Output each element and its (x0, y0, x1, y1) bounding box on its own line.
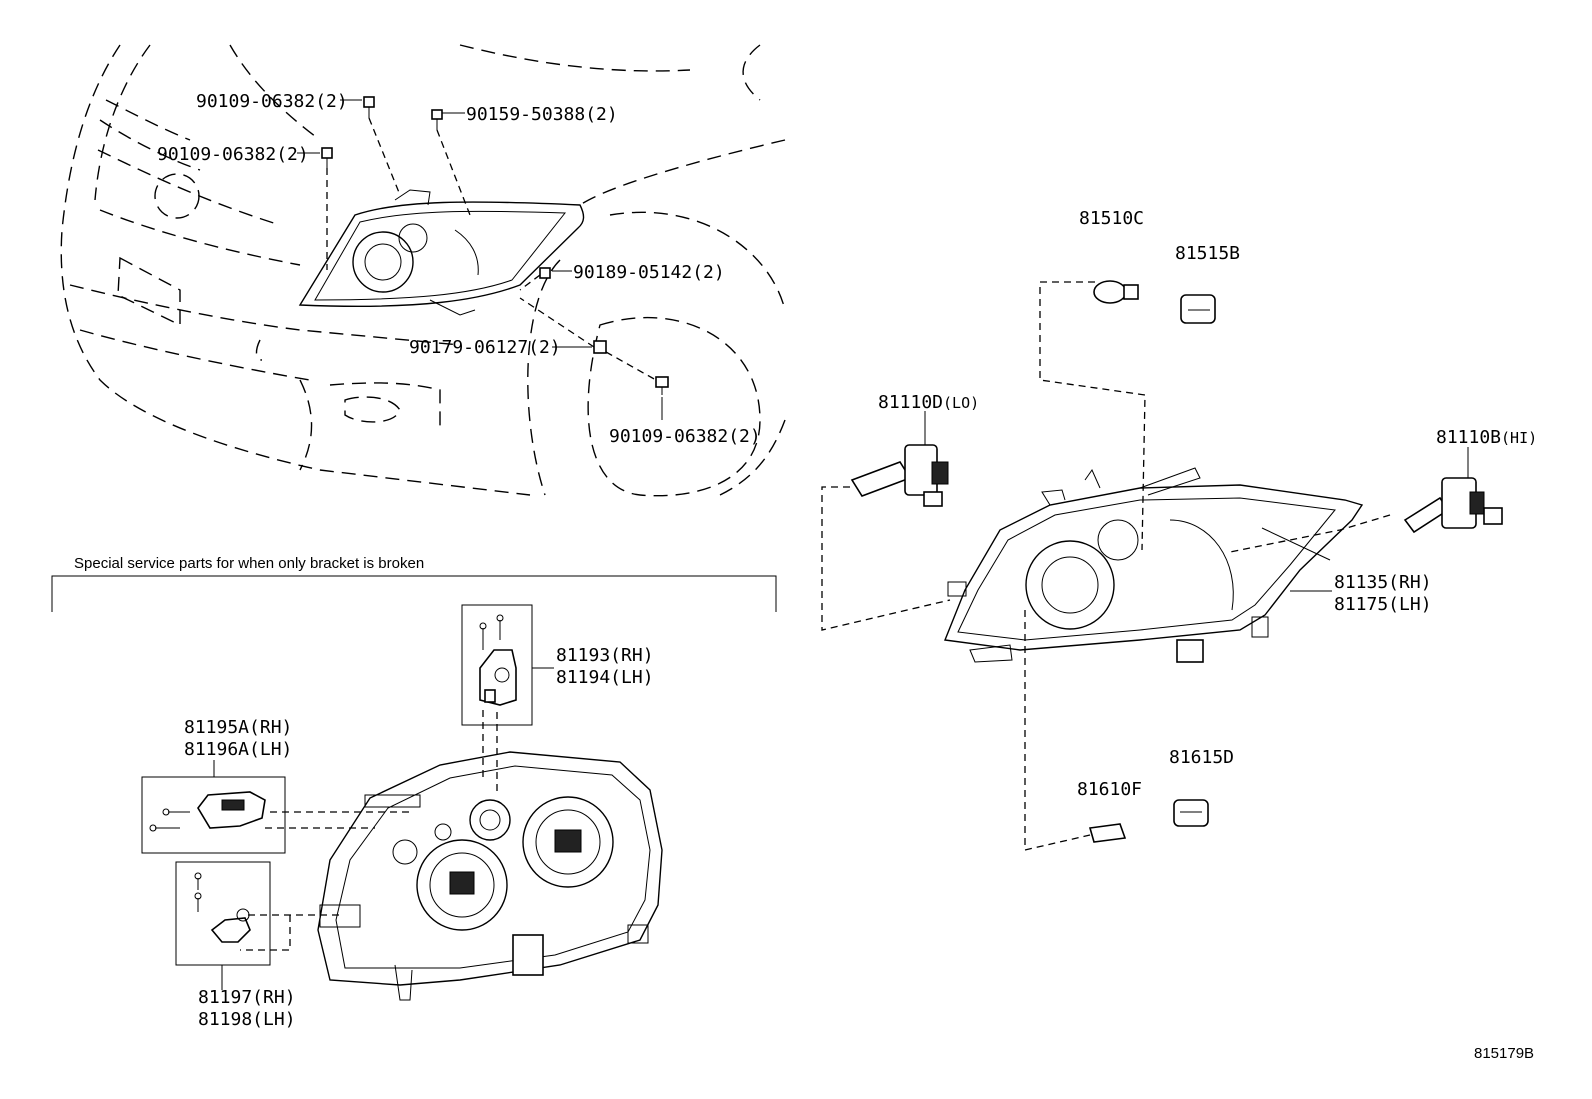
callout-screw: 90159-50388(2) (466, 104, 618, 125)
bracket-side-box (141, 776, 286, 854)
headlamp-connectors (821, 281, 1469, 851)
bracket-low-box (175, 861, 271, 966)
special-parts-bracket-line (51, 575, 777, 612)
callout-nut: 90189-05142(2) (573, 262, 725, 283)
callout-leaders-car (297, 99, 663, 420)
callout-bracket-top-rh: 81193(RH) (556, 645, 654, 666)
special-parts-note: Special service parts for when only brac… (74, 555, 424, 572)
callout-bulb-lo: 81110D(LO) (878, 392, 979, 413)
callout-clip: 90179-06127(2) (409, 337, 561, 358)
car-front-illustration (60, 44, 786, 497)
headlamp-assembly-icon (944, 467, 1364, 663)
callout-bulb-turn: 81510C (1079, 208, 1144, 229)
socket-icon (1173, 799, 1209, 827)
callout-lamp-rh: 81135(RH) (1334, 572, 1432, 593)
callout-bracket-side-lh: 81196A(LH) (184, 739, 292, 760)
callout-socket-turn: 81515B (1175, 243, 1240, 264)
socket-icon (1180, 294, 1216, 324)
bolt-icon (363, 96, 375, 118)
callout-bracket-side-rh: 81195A(RH) (184, 717, 292, 738)
bolt-icon (655, 376, 669, 395)
callout-bracket-low-rh: 81197(RH) (198, 987, 296, 1008)
bulb-icon (1093, 280, 1139, 304)
callout-socket-pos: 81615D (1169, 747, 1234, 768)
headlamp-on-car-icon (298, 189, 585, 316)
nut-icon (539, 267, 551, 279)
callout-bolt-a: 90109-06382(2) (196, 91, 348, 112)
screw-icon (431, 109, 443, 130)
bracket-icon (194, 872, 251, 943)
callout-bulb-pos: 81610F (1077, 779, 1142, 800)
bulb-icon (1088, 823, 1127, 843)
bulb-icon (850, 444, 949, 507)
figure-code: 815179B (1474, 1045, 1534, 1062)
callout-bolt-c: 90109-06382(2) (609, 426, 761, 447)
bulb-icon (1403, 477, 1503, 534)
clip-icon (593, 340, 607, 354)
bracket-connectors (240, 710, 498, 951)
headlamp-rear-view-icon (317, 751, 663, 1001)
bolt-icon (321, 147, 333, 168)
callout-lamp-lh: 81175(LH) (1334, 594, 1432, 615)
bracket-icon (149, 791, 266, 832)
callout-bracket-top-lh: 81194(LH) (556, 667, 654, 688)
callout-bracket-low-lh: 81198(LH) (198, 1009, 296, 1030)
bracket-top-box (461, 604, 533, 726)
bracket-icon (479, 614, 517, 706)
callout-bolt-b: 90109-06382(2) (157, 144, 309, 165)
callout-bulb-hi: 81110B(HI) (1436, 427, 1537, 448)
